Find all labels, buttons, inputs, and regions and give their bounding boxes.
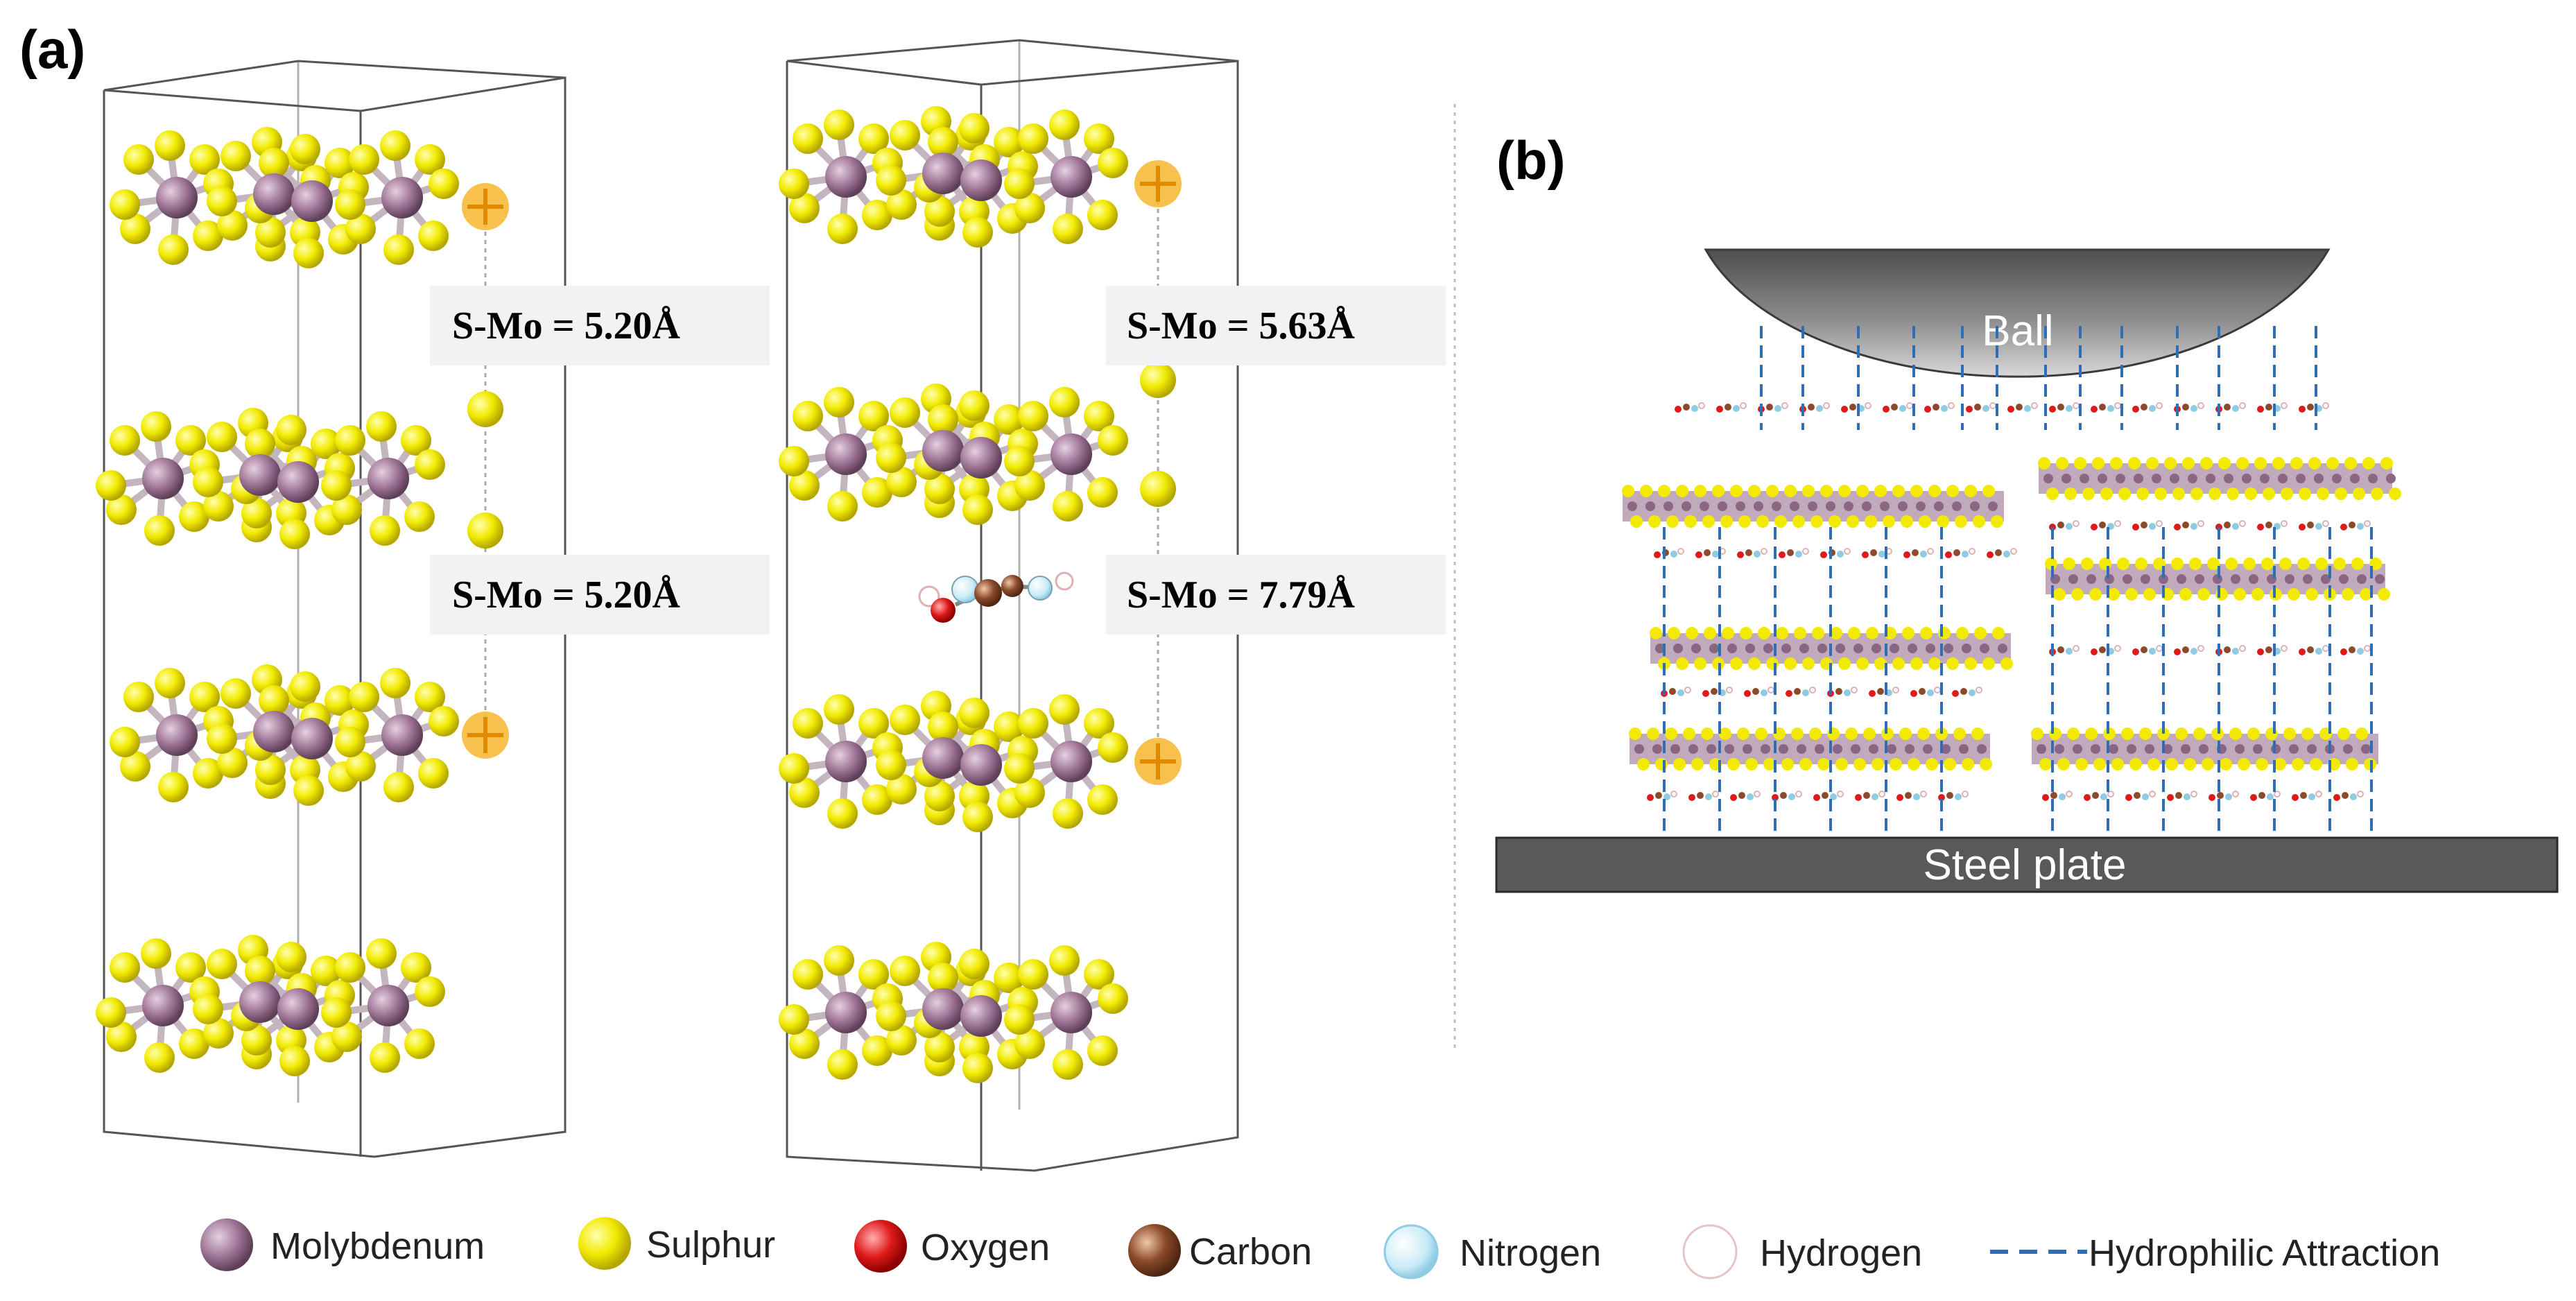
molybdenum-swatch-icon: [200, 1218, 253, 1271]
mos2-slab: [96, 408, 445, 549]
ball-label: Ball: [1982, 307, 2053, 355]
right-distance-box-1: [1106, 286, 1446, 365]
legend-oxygen-label: Oxygen: [921, 1227, 1050, 1268]
mos2-slab: [779, 942, 1128, 1083]
mos2-band: [1629, 727, 1992, 770]
oxygen-swatch-icon: [854, 1220, 907, 1273]
molecule-row: [1654, 548, 2017, 558]
legend-hydrophilic-attraction: Hydrophilic Attraction: [1990, 1232, 2440, 1274]
intercalated-molecule: [918, 571, 1074, 623]
legend-sulphur-label: Sulphur: [646, 1224, 775, 1266]
nitrogen-swatch-icon: [1383, 1224, 1439, 1280]
legend: Molybdenum Sulphur Oxygen Carbon Nitroge…: [200, 1217, 2440, 1280]
legend-molybdenum: Molybdenum: [200, 1218, 485, 1271]
molecule-row: [1675, 402, 2329, 413]
legend-carbon-label: Carbon: [1189, 1231, 1312, 1273]
left-distance-box-1: [430, 286, 770, 365]
right-highlight-atoms: [1134, 160, 1182, 785]
left-distance-label-2: S-Mo = 5.20Å: [452, 574, 681, 617]
molecule-row: [2042, 791, 2364, 801]
hydrophilic-attraction-lines: [1663, 326, 2373, 836]
mos2-band: [2031, 727, 2378, 770]
right-distance-box-2: [1106, 555, 1446, 635]
mos2-slab: [110, 127, 459, 268]
sulphur-swatch-icon: [578, 1217, 631, 1270]
mos2-band: [2038, 457, 2401, 500]
hydrogen-swatch-icon: [1682, 1224, 1738, 1280]
legend-hydrophilic-label: Hydrophilic Attraction: [2089, 1232, 2440, 1274]
mos2-slab: [110, 664, 459, 806]
molecule-row: [2049, 645, 2371, 655]
molecule-row: [2049, 520, 2371, 531]
panel-b-label: (b): [1496, 130, 1566, 191]
legend-carbon: Carbon: [1128, 1224, 1312, 1277]
ball: [1704, 248, 2331, 378]
legend-nitrogen-label: Nitrogen: [1460, 1232, 1601, 1274]
mos2-layers: [96, 106, 1128, 1083]
legend-hydrogen-label: Hydrogen: [1760, 1232, 1922, 1274]
mos2-band: [1622, 485, 2004, 528]
right-distance-label-2: S-Mo = 7.79Å: [1127, 574, 1356, 617]
left-highlight-atoms: [462, 183, 509, 759]
steel-plate: [1495, 836, 2559, 893]
interlayer-structure: [1622, 326, 2401, 836]
legend-oxygen: Oxygen: [854, 1220, 1050, 1273]
legend-nitrogen: Nitrogen: [1383, 1224, 1601, 1280]
molecule-row: [1647, 791, 1969, 801]
steel-plate-label: Steel plate: [1924, 841, 2127, 889]
mos2-slab: [96, 935, 445, 1076]
right-distance-label-1: S-Mo = 5.63Å: [1127, 304, 1356, 347]
legend-hydrogen: Hydrogen: [1682, 1224, 1922, 1280]
carbon-swatch-icon: [1128, 1224, 1181, 1277]
mos2-slab: [779, 384, 1128, 525]
panel-a-label: (a): [19, 19, 85, 80]
mos2-slab: [779, 691, 1128, 832]
mos2-slab: [779, 106, 1128, 248]
molecule-row: [1661, 687, 1982, 697]
left-distance-box-2: [430, 555, 770, 635]
legend-molybdenum-label: Molybdenum: [270, 1225, 485, 1267]
legend-sulphur: Sulphur: [578, 1217, 775, 1270]
left-distance-label-1: S-Mo = 5.20Å: [452, 304, 681, 347]
